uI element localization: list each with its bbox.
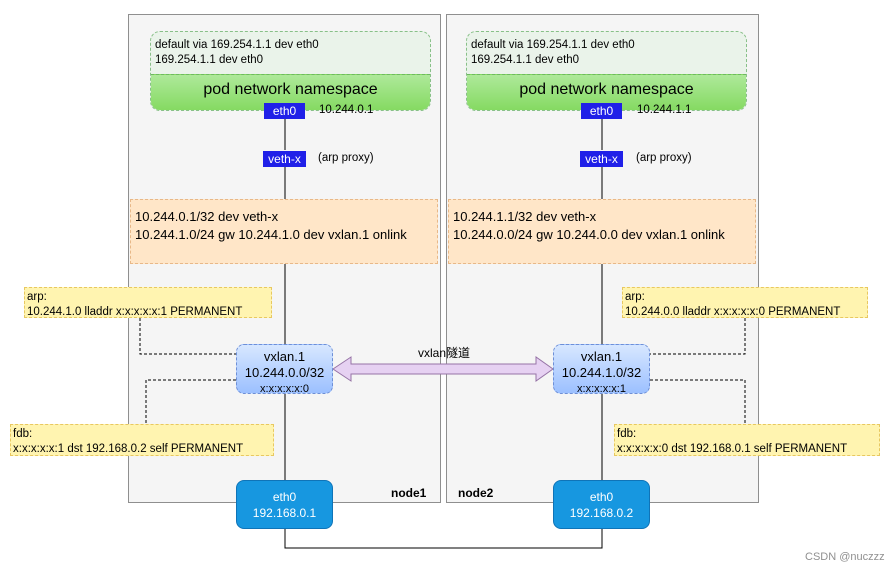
node2-pod-namespace: default via 169.254.1.1 dev eth0 169.254…: [466, 31, 747, 111]
node2-vxlan-ip: 10.244.1.0/32: [561, 365, 642, 380]
node2-arp-proxy: (arp proxy): [636, 152, 692, 164]
node1-pod-routes: default via 169.254.1.1 dev eth0 169.254…: [151, 32, 430, 68]
node2-vxlan-name: vxlan.1: [580, 349, 623, 364]
node2-arp-link: [650, 318, 746, 355]
node1-arp-link: [139, 318, 236, 355]
node1-vxlan-name: vxlan.1: [263, 349, 306, 364]
node2-host-routes: 10.244.1.1/32 dev veth-x 10.244.0.0/24 g…: [448, 199, 756, 264]
node1-arp-label: arp:: [27, 291, 47, 303]
node2-eth0[interactable]: eth0 192.168.0.2: [553, 480, 650, 529]
node2-eth0-name: eth0: [589, 490, 614, 504]
node2-fdb-label: fdb:: [617, 428, 637, 440]
node2-host-route-local: 10.244.1.1/32 dev veth-x: [453, 209, 597, 224]
node1-fdb-entry: x:x:x:x:x:1 dst 192.168.0.2 self PERMANE…: [13, 443, 244, 455]
node1-eth0[interactable]: eth0 192.168.0.1: [236, 480, 333, 529]
node1-pod-route-default: default via 169.254.1.1 dev eth0: [155, 39, 319, 51]
node2-vxlan-mac: x:x:x:x:x:1: [577, 383, 626, 395]
node2-pod-ip: 10.244.1.1: [637, 104, 692, 116]
node2-arp-entry: 10.244.0.0 lladdr x:x:x:x:x:0 PERMANENT: [625, 306, 841, 318]
node1-arp-table: arp: 10.244.1.0 lladdr x:x:x:x:x:1 PERMA…: [24, 287, 272, 318]
node1-vxlan-mac: x:x:x:x:x:0: [260, 383, 309, 395]
node1-arp-proxy: (arp proxy): [318, 152, 374, 164]
node2-pod-routes: default via 169.254.1.1 dev eth0 169.254…: [467, 32, 746, 68]
watermark: CSDN @nuczzz: [805, 551, 885, 563]
node1-eth0-ip: 192.168.0.1: [252, 506, 317, 520]
node1-pod-ip: 10.244.0.1: [319, 104, 374, 116]
node2-fdb-link: [650, 379, 746, 424]
node1-vxlan-ip: 10.244.0.0/32: [244, 365, 325, 380]
node2-label: node2: [458, 486, 494, 500]
node1-veth[interactable]: veth-x: [263, 151, 306, 167]
node2-host-route-remote: 10.244.0.0/24 gw 10.244.0.0 dev vxlan.1 …: [453, 227, 725, 242]
node1-arp-entry: 10.244.1.0 lladdr x:x:x:x:x:1 PERMANENT: [27, 306, 243, 318]
physical-link: [284, 529, 603, 549]
node2-pod-route-default: default via 169.254.1.1 dev eth0: [471, 39, 635, 51]
node2-eth0-ip: 192.168.0.2: [569, 506, 634, 520]
node1-host-route-remote: 10.244.1.0/24 gw 10.244.1.0 dev vxlan.1 …: [135, 227, 407, 242]
node2-fdb-table: fdb: x:x:x:x:x:0 dst 192.168.0.1 self PE…: [614, 424, 880, 456]
node2-arp-table: arp: 10.244.0.0 lladdr x:x:x:x:x:0 PERMA…: [622, 287, 868, 318]
node1-fdb-link: [145, 379, 236, 424]
node1-fdb-table: fdb: x:x:x:x:x:1 dst 192.168.0.2 self PE…: [10, 424, 274, 456]
node2-fdb-entry: x:x:x:x:x:0 dst 192.168.0.1 self PERMANE…: [617, 443, 848, 455]
node1-pod-namespace: default via 169.254.1.1 dev eth0 169.254…: [150, 31, 431, 111]
node2-arp-label: arp:: [625, 291, 645, 303]
node1-label: node1: [391, 486, 427, 500]
node1-vxlan-device[interactable]: vxlan.1 10.244.0.0/32 x:x:x:x:x:0: [236, 344, 333, 395]
node1-pod-ns-title: pod network namespace: [151, 74, 430, 110]
node1-fdb-label: fdb:: [13, 428, 33, 440]
node2-pod-eth0[interactable]: eth0: [581, 103, 622, 119]
node1-eth0-name: eth0: [272, 490, 297, 504]
node2-veth[interactable]: veth-x: [580, 151, 623, 167]
tunnel-label: vxlan隧道: [418, 346, 471, 360]
node2-vxlan-device[interactable]: vxlan.1 10.244.1.0/32 x:x:x:x:x:1: [553, 344, 650, 395]
node1-pod-eth0[interactable]: eth0: [264, 103, 305, 119]
node1-pod-route-gw: 169.254.1.1 dev eth0: [155, 54, 264, 66]
node2-pod-route-gw: 169.254.1.1 dev eth0: [471, 54, 580, 66]
node1-host-route-local: 10.244.0.1/32 dev veth-x: [135, 209, 279, 224]
node1-host-routes: 10.244.0.1/32 dev veth-x 10.244.1.0/24 g…: [130, 199, 438, 264]
